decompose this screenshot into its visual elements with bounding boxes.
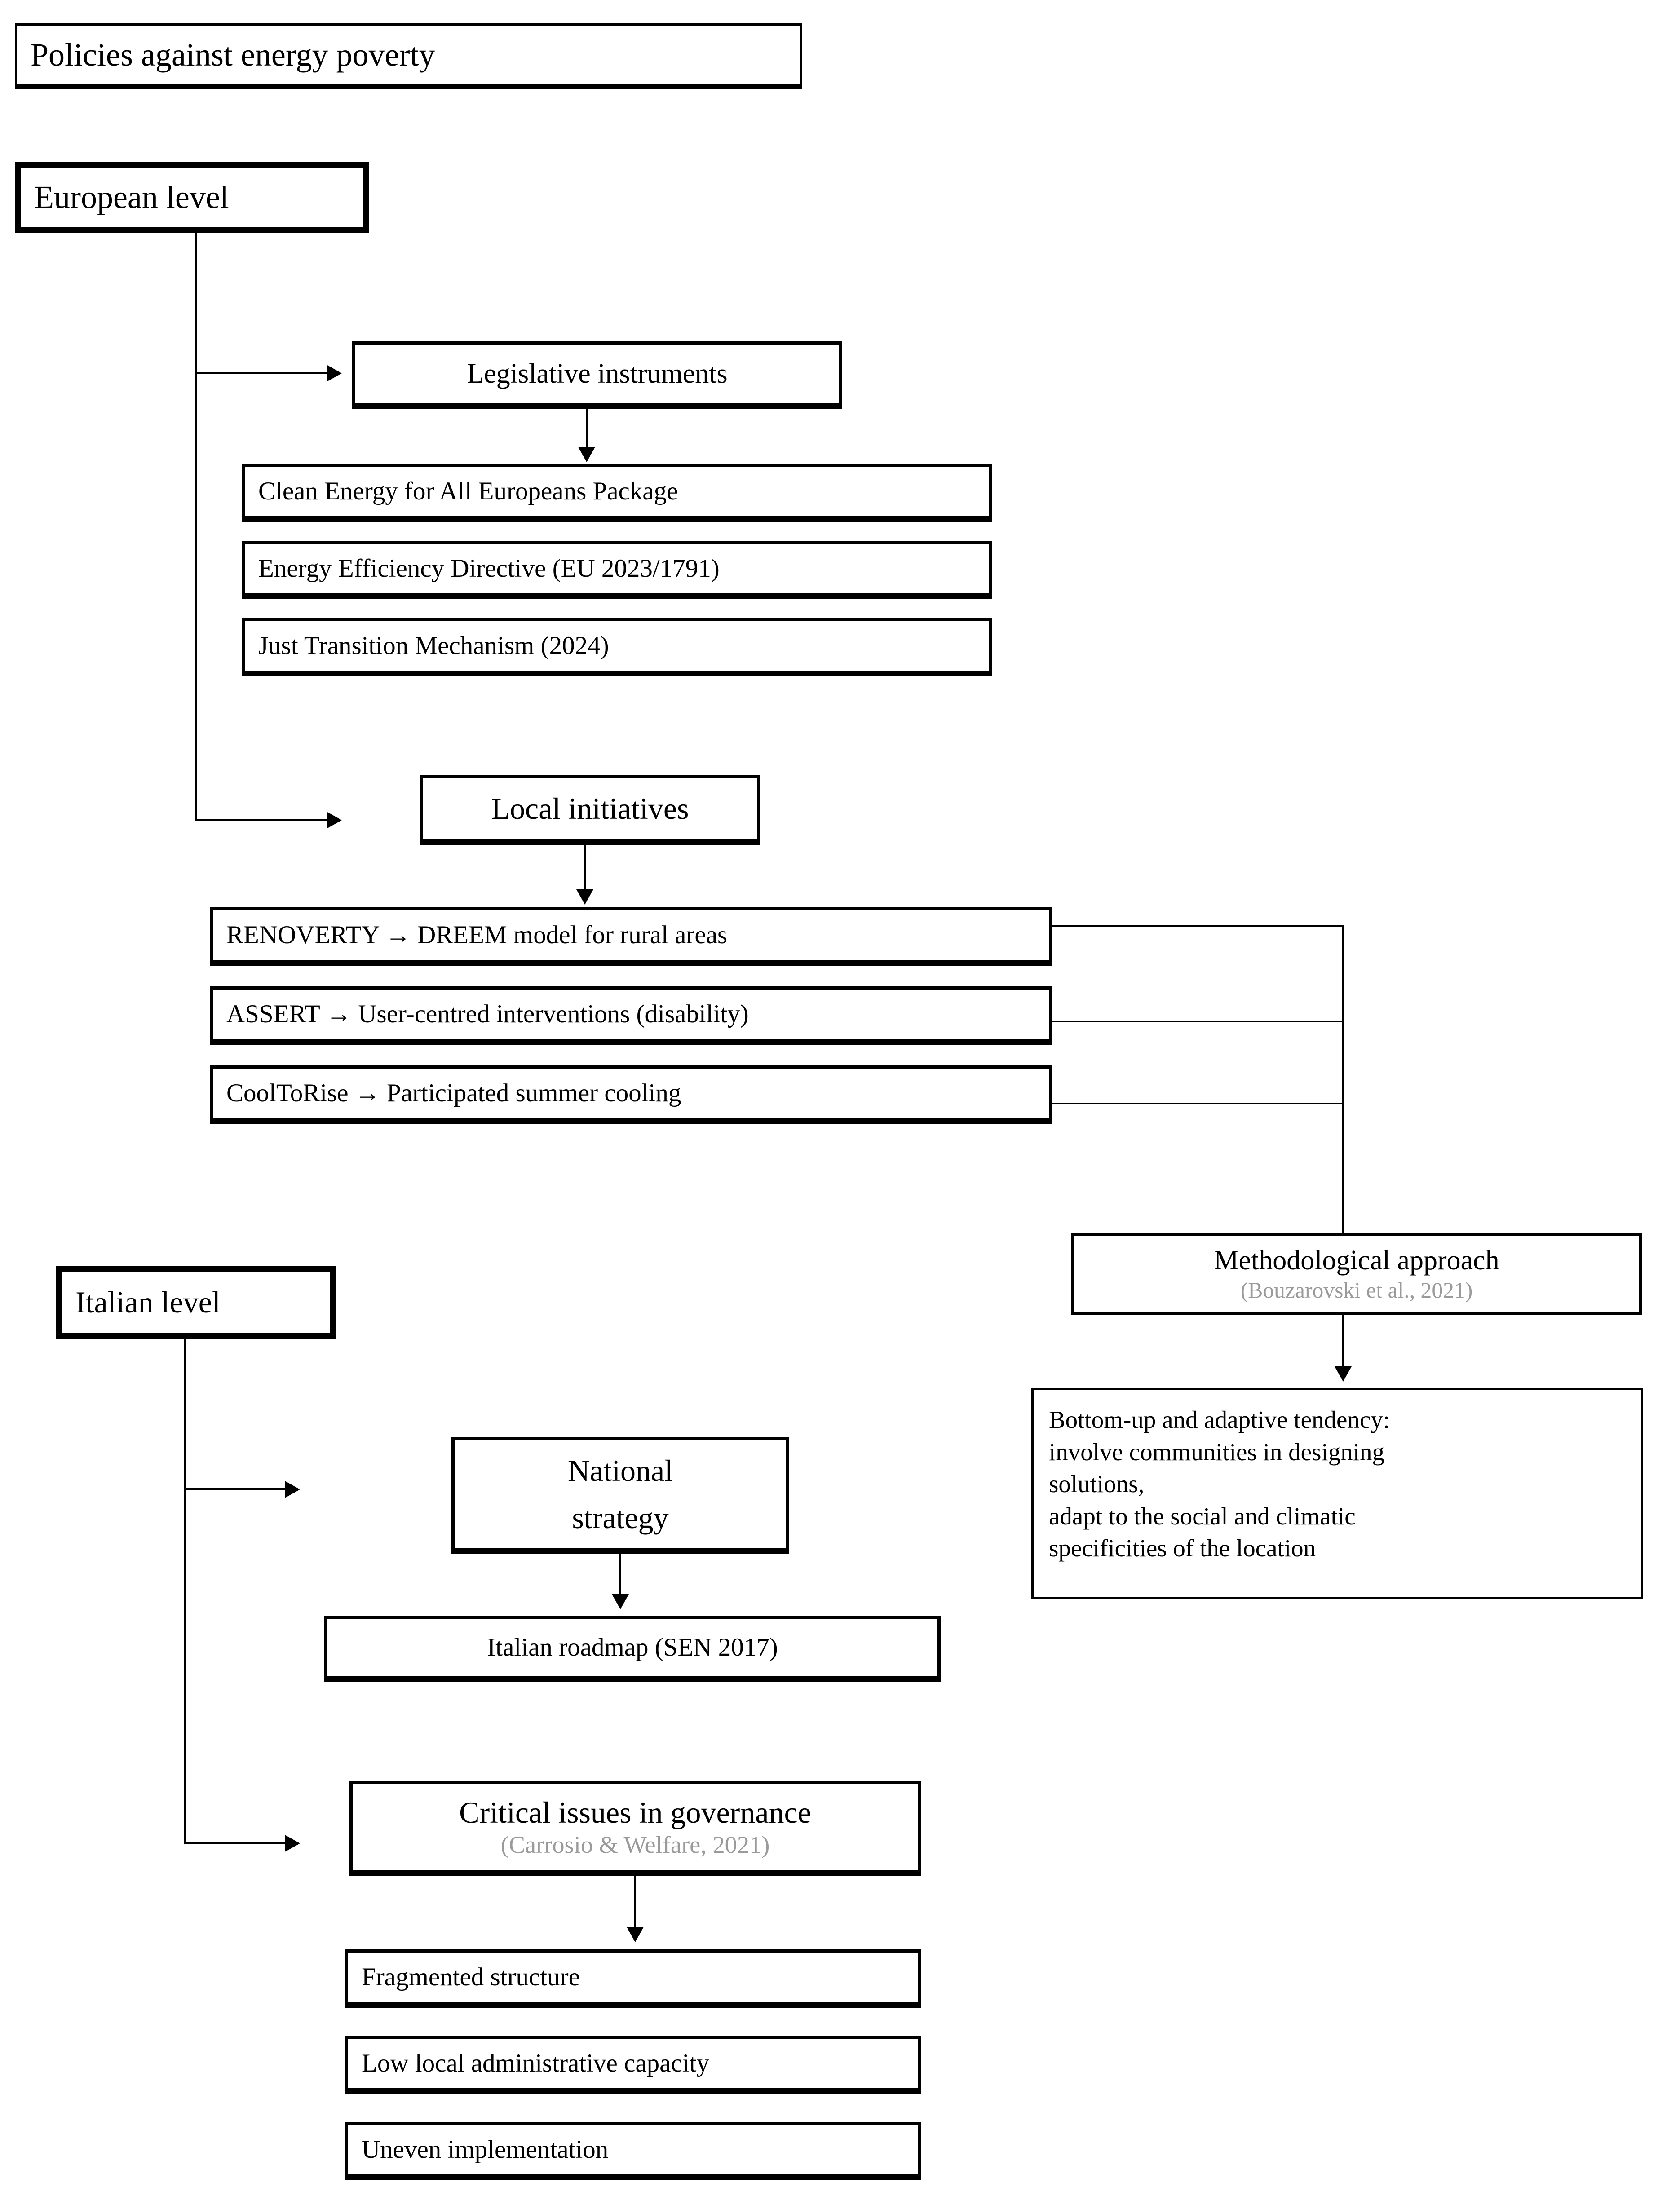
- arrowhead-right-national-strategy: [285, 1481, 300, 1498]
- connector-local1-to-methodology: [1052, 1021, 1344, 1022]
- connector-methodology-riser: [1342, 925, 1344, 1235]
- node-critical-issues-governance-citation: (Carrosio & Welfare, 2021): [500, 1831, 770, 1859]
- node-methodology-outcome-line-0: Bottom-up and adaptive tendency:: [1049, 1406, 1390, 1433]
- connector-national-strategy-down: [619, 1551, 621, 1596]
- arrowhead-down-legislative: [578, 447, 595, 462]
- node-methodological-approach: Methodological approach (Bouzarovski et …: [1071, 1233, 1642, 1315]
- list-item-governance-2: Uneven implementation: [345, 2122, 921, 2178]
- node-national-strategy-label-line1: National: [567, 1453, 673, 1488]
- node-title-policies-label: Policies against energy poverty: [31, 36, 435, 73]
- node-methodological-approach-label: Methodological approach: [1214, 1245, 1499, 1276]
- node-italian-roadmap-label: Italian roadmap (SEN 2017): [487, 1633, 778, 1662]
- node-local-initiatives: Local initiatives: [420, 775, 760, 842]
- connector-italian-to-governance: [184, 1842, 287, 1844]
- node-methodological-approach-citation: (Bouzarovski et al., 2021): [1240, 1277, 1473, 1303]
- list-item-local-1: ASSERT → User-centred interventions (dis…: [210, 986, 1052, 1042]
- connector-italian-trunk: [184, 1339, 186, 1844]
- list-item-legislative-2-label: Just Transition Mechanism (2024): [258, 632, 609, 660]
- connector-governance-down: [634, 1873, 636, 1929]
- node-italian-level: Italian level: [56, 1266, 336, 1339]
- arrowhead-down-governance: [627, 1927, 644, 1942]
- arrowhead-down-national-strategy: [612, 1594, 629, 1609]
- list-item-local-2-label: CoolToRise → Participated summer cooling: [226, 1079, 681, 1108]
- list-item-governance-1-label: Low local administrative capacity: [362, 2049, 709, 2078]
- node-european-level: European level: [15, 162, 369, 233]
- arrowhead-down-local: [576, 889, 593, 905]
- list-item-local-0: RENOVERTY → DREEM model for rural areas: [210, 907, 1052, 963]
- arrowhead-right-governance: [285, 1835, 300, 1852]
- list-item-legislative-0-label: Clean Energy for All Europeans Package: [258, 477, 678, 506]
- connector-local0-to-methodology: [1052, 925, 1344, 927]
- list-item-local-1-label: ASSERT → User-centred interventions (dis…: [226, 1000, 749, 1029]
- node-methodology-outcome-line-1: involve communities in designing: [1049, 1438, 1385, 1466]
- list-item-legislative-0: Clean Energy for All Europeans Package: [242, 464, 992, 519]
- node-critical-issues-governance: Critical issues in governance (Carrosio …: [349, 1781, 921, 1873]
- arrowhead-right-legislative: [327, 365, 342, 382]
- connector-methodology-down: [1342, 1315, 1344, 1369]
- list-item-governance-0-label: Fragmented structure: [362, 1963, 580, 1992]
- connector-european-to-local: [195, 819, 329, 821]
- node-methodology-outcome-line-4: specificities of the location: [1049, 1534, 1316, 1562]
- node-methodology-outcome-line-2: solutions,: [1049, 1470, 1145, 1498]
- node-italian-level-label: Italian level: [75, 1285, 221, 1319]
- arrowhead-down-methodology: [1335, 1366, 1352, 1382]
- arrowhead-right-local: [327, 812, 342, 829]
- node-critical-issues-governance-label: Critical issues in governance: [459, 1795, 811, 1829]
- connector-local2-to-methodology: [1052, 1103, 1344, 1104]
- list-item-governance-0: Fragmented structure: [345, 1949, 921, 2005]
- node-methodology-outcome-line-3: adapt to the social and climatic: [1049, 1502, 1356, 1530]
- node-european-level-label: European level: [34, 179, 229, 215]
- node-title-policies: Policies against energy poverty: [15, 23, 802, 86]
- connector-local-down: [584, 842, 586, 892]
- list-item-governance-2-label: Uneven implementation: [362, 2135, 609, 2164]
- connector-european-trunk: [195, 233, 197, 821]
- list-item-local-0-label: RENOVERTY → DREEM model for rural areas: [226, 921, 728, 950]
- node-legislative-instruments-label: Legislative instruments: [467, 358, 728, 389]
- list-item-legislative-2: Just Transition Mechanism (2024): [242, 618, 992, 674]
- connector-european-to-legislative: [195, 372, 329, 374]
- node-national-strategy: National strategy: [451, 1437, 789, 1551]
- list-item-local-2: CoolToRise → Participated summer cooling: [210, 1065, 1052, 1121]
- node-italian-roadmap: Italian roadmap (SEN 2017): [324, 1616, 941, 1679]
- list-item-governance-1: Low local administrative capacity: [345, 2036, 921, 2091]
- node-legislative-instruments: Legislative instruments: [352, 341, 842, 406]
- list-item-legislative-1-label: Energy Efficiency Directive (EU 2023/179…: [258, 554, 720, 583]
- connector-legislative-down: [586, 406, 588, 449]
- node-national-strategy-label-line2: strategy: [572, 1501, 669, 1535]
- node-methodology-outcome: Bottom-up and adaptive tendency: involve…: [1031, 1388, 1643, 1599]
- node-local-initiatives-label: Local initiatives: [491, 791, 689, 826]
- list-item-legislative-1: Energy Efficiency Directive (EU 2023/179…: [242, 541, 992, 596]
- connector-italian-to-national-strategy: [184, 1488, 287, 1490]
